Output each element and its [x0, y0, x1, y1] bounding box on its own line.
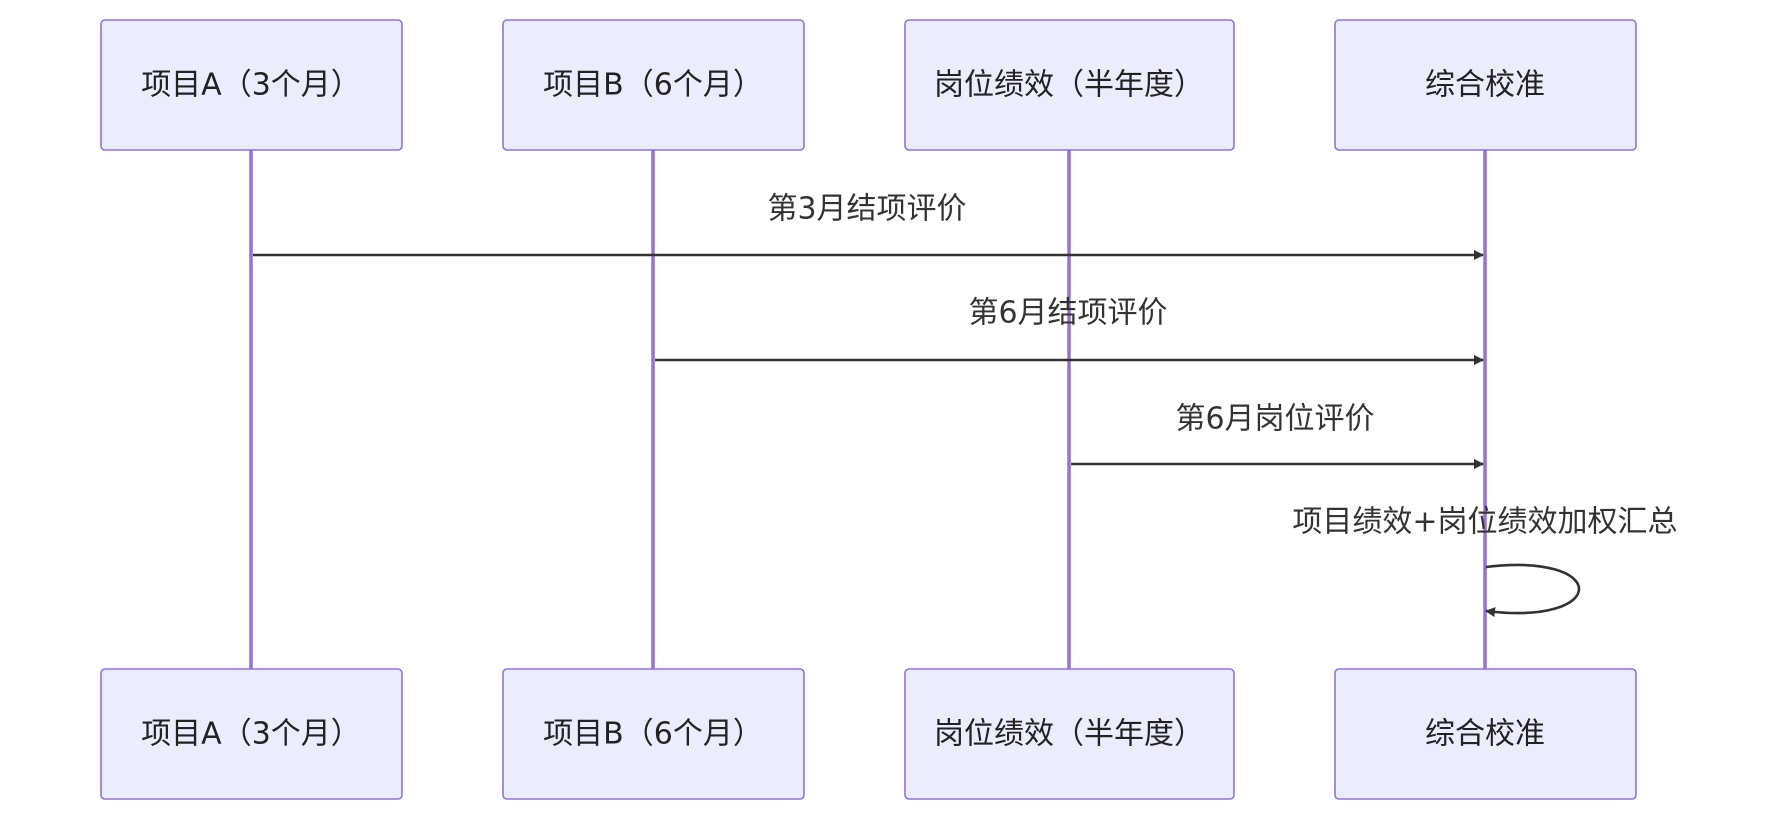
- actor-a-bottom-label: 项目A（3个月）: [141, 717, 361, 752]
- actor-a-top-label: 项目A（3个月）: [141, 68, 361, 103]
- message-2: 第6月结项评价: [655, 296, 1484, 365]
- actor-b-bottom-label: 项目B（6个月）: [543, 717, 763, 752]
- actor-cal-top: 综合校准: [1334, 19, 1637, 151]
- messages: 第3月结项评价 第6月结项评价 第6月岗位评价 项目绩效+岗位绩效加权汇总: [253, 192, 1678, 618]
- actor-b-bottom: 项目B（6个月）: [502, 668, 805, 800]
- message-4-self: 项目绩效+岗位绩效加权汇总: [1292, 505, 1678, 618]
- actor-cal-bottom-label: 综合校准: [1425, 717, 1545, 752]
- actor-job-top-label: 岗位绩效（半年度）: [934, 68, 1204, 103]
- message-4-label: 项目绩效+岗位绩效加权汇总: [1292, 505, 1677, 540]
- actor-job-bottom-label: 岗位绩效（半年度）: [934, 717, 1204, 752]
- actor-job-top: 岗位绩效（半年度）: [904, 19, 1235, 151]
- actor-b-top: 项目B（6个月）: [502, 19, 805, 151]
- actor-cal-bottom: 综合校准: [1334, 668, 1637, 800]
- actors-bottom: 项目A（3个月） 项目B（6个月） 岗位绩效（半年度） 综合校准: [100, 668, 1637, 800]
- actor-b-top-label: 项目B（6个月）: [543, 68, 763, 103]
- message-4-loop: [1485, 563, 1581, 618]
- message-3: 第6月岗位评价: [1071, 402, 1484, 469]
- actor-cal-top-label: 综合校准: [1425, 68, 1545, 103]
- actors-top: 项目A（3个月） 项目B（6个月） 岗位绩效（半年度） 综合校准: [100, 19, 1637, 151]
- actor-a-top: 项目A（3个月）: [100, 19, 403, 151]
- lifelines: [249, 150, 1487, 670]
- actor-job-bottom: 岗位绩效（半年度）: [904, 668, 1235, 800]
- message-3-label: 第6月岗位评价: [1175, 402, 1374, 437]
- message-1: 第3月结项评价: [253, 192, 1484, 260]
- message-2-label: 第6月结项评价: [968, 296, 1167, 331]
- message-1-label: 第3月结项评价: [767, 192, 966, 227]
- actor-a-bottom: 项目A（3个月）: [100, 668, 403, 800]
